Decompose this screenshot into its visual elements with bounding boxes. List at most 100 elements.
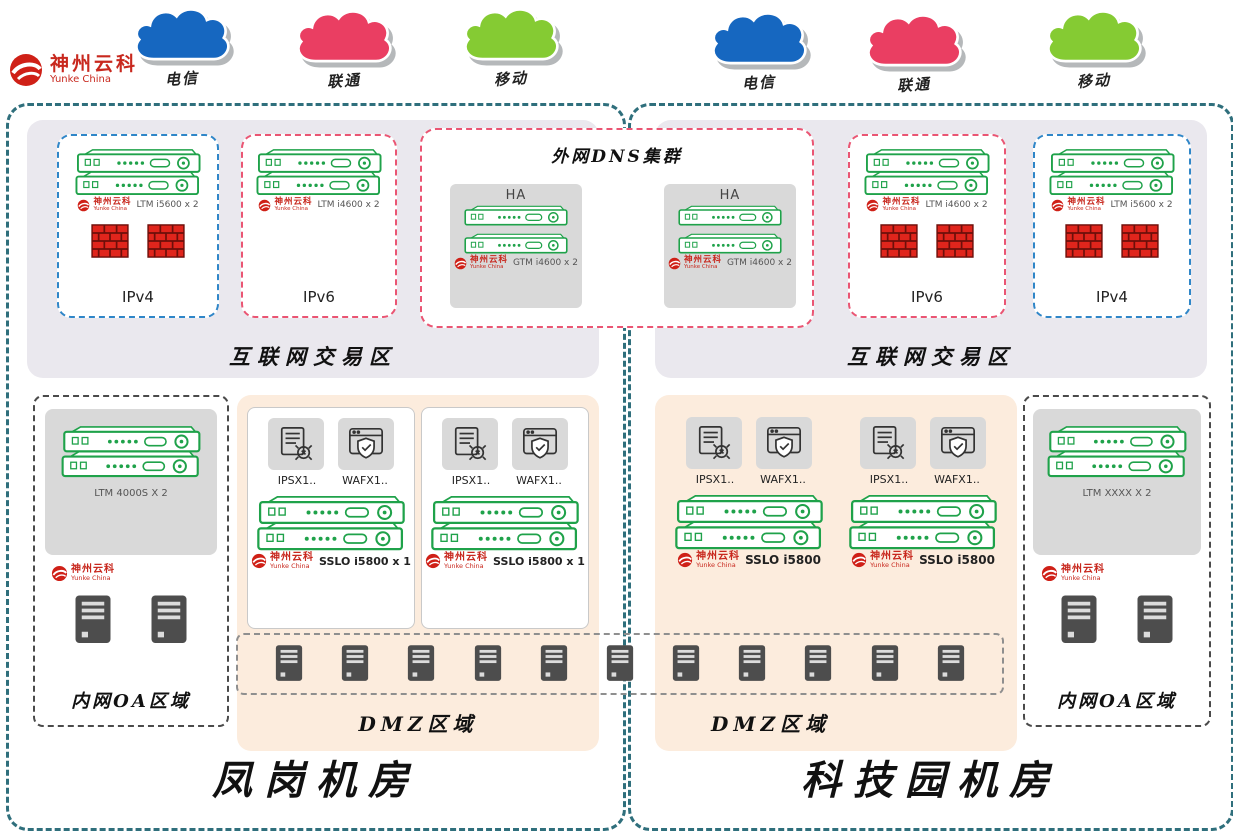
yunke-swirl-icon (668, 257, 681, 270)
yunke-swirl-icon (77, 199, 90, 212)
gtm-appliance-icon (464, 205, 568, 226)
logo-cn: 神州云科 (882, 197, 921, 207)
logo-en: Yunke China (93, 205, 127, 212)
dmz-server-farm-strip (236, 633, 1004, 695)
device-label: LTM i4600 x 2 (925, 200, 988, 210)
waf-shield-icon (347, 425, 385, 463)
logo-cn: 神州云科 (274, 197, 313, 207)
device-label: LTM i5600 x 2 (1110, 200, 1173, 210)
sslo-label: SSLO i5800 x 1 (493, 554, 585, 568)
cloud-icon (1038, 6, 1150, 70)
ips-label: IPSX1.. (869, 473, 909, 486)
cloud-icon (288, 6, 400, 70)
ipv6-label: IPv6 (303, 288, 335, 306)
waf-tile (756, 417, 812, 469)
ltm-appliance-icon (256, 148, 382, 196)
cloud-unicom-right: 联通 (856, 10, 972, 95)
server-icon (149, 594, 189, 647)
cloud-icon (703, 8, 815, 72)
server-icon (274, 644, 304, 684)
logo-cn: 神州云科 (696, 551, 741, 562)
ltm-appliance-icon (1049, 148, 1175, 196)
dns-cluster-title: 外网DNS集群 (551, 147, 683, 167)
internet-zone-label: 互联网交易区 (229, 344, 397, 369)
logo-cn: 神州云科 (870, 551, 915, 562)
cloud-telecom-left: 电信 (124, 4, 240, 89)
cloud-mobile-right: 移动 (1036, 6, 1152, 91)
logo-en: Yunke China (1061, 574, 1101, 583)
device-label: GTM i4600 x 2 (727, 258, 792, 268)
sslo-appliance-icon (430, 495, 580, 551)
cloud-mobile-left: 移动 (453, 4, 569, 89)
ips-icon (695, 424, 733, 462)
yunke-swirl-icon (866, 199, 879, 212)
server-icon (803, 644, 833, 684)
ips-icon (869, 424, 907, 462)
cloud-label: 联通 (326, 70, 362, 92)
waf-label: WAFX1.. (516, 474, 562, 487)
oa-device-panel: LTM XXXX X 2 (1033, 409, 1201, 555)
server-icon (473, 644, 503, 684)
yunke-swirl-icon (425, 553, 441, 569)
logo-cn: 神州云科 (470, 255, 509, 265)
ips-tile (442, 418, 498, 470)
logo-en: Yunke China (71, 574, 111, 583)
waf-shield-icon (939, 424, 977, 462)
oa-device-panel: LTM 4000S X 2 (45, 409, 217, 555)
cloud-unicom-left: 联通 (286, 6, 402, 91)
cloud-telecom-right: 电信 (701, 8, 817, 93)
yunke-logo: 神州云科 Yunke China (8, 52, 138, 88)
logo-en: Yunke China (684, 263, 718, 270)
cloud-label: 电信 (741, 72, 777, 94)
logo-en: Yunke China (50, 73, 111, 85)
waf-tile (930, 417, 986, 469)
ltm-appliance-icon (864, 148, 990, 196)
ips-tile (686, 417, 742, 469)
ips-tile (268, 418, 324, 470)
ipv6-label: IPv6 (911, 288, 943, 306)
logo-en: Yunke China (270, 562, 310, 570)
ips-tile (860, 417, 916, 469)
logo-cn: 神州云科 (93, 197, 132, 207)
gtm-appliance-icon (678, 233, 782, 254)
ips-label: IPSX1.. (277, 474, 317, 487)
server-icon (870, 644, 900, 684)
gtm-appliance-icon (464, 233, 568, 254)
server-icon (671, 644, 701, 684)
ltm-appliance-icon (61, 425, 201, 478)
server-icon (406, 644, 436, 684)
logo-en: Yunke China (696, 561, 736, 569)
server-icon (737, 644, 767, 684)
ltm-appliance-icon (75, 148, 201, 196)
sslo-appliance-icon (848, 494, 998, 550)
datacenter-name: 凤岗机房 (212, 757, 420, 804)
ipv4-label: IPv4 (122, 288, 154, 306)
cloud-label: 移动 (493, 68, 529, 90)
oa-zone-label: 内网OA区域 (1057, 691, 1177, 712)
waf-label: WAFX1.. (934, 473, 980, 486)
server-icon (1135, 594, 1175, 647)
server-icon (539, 644, 569, 684)
logo-en: Yunke China (870, 561, 910, 569)
cloud-icon (455, 4, 567, 68)
server-icon (1059, 594, 1099, 647)
waf-shield-icon (765, 424, 803, 462)
